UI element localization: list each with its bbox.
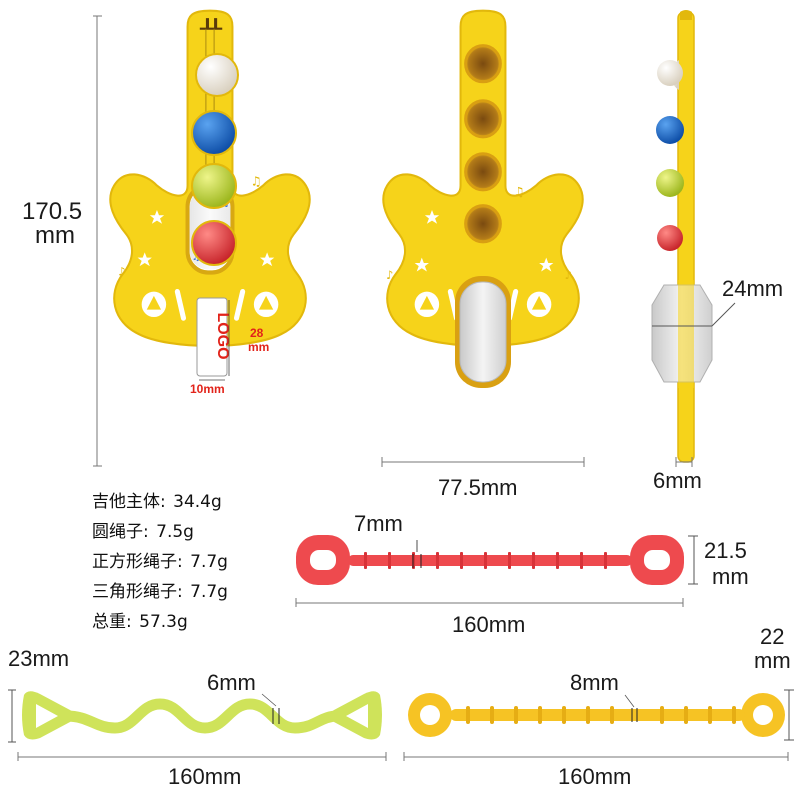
spec-label: 三角形绳子: [92, 582, 177, 602]
spec-row: 圆绳子: 7.5g: [92, 522, 194, 542]
strap-triangle-width-label: 6mm: [207, 670, 256, 695]
spec-value: 7.7g: [190, 552, 228, 572]
spec-row: 正方形绳子: 7.7g: [92, 552, 228, 572]
thickness-side-label: 6mm: [653, 468, 702, 493]
svg-text:♪: ♪: [565, 268, 572, 282]
strap-yellow: [403, 689, 794, 761]
logo-height-value: 28: [250, 326, 264, 340]
spec-label: 吉他主体: [92, 492, 160, 512]
spec-row: 三角形绳子: 7.7g: [92, 582, 228, 602]
svg-text:♪: ♪: [386, 268, 393, 282]
logo-width-label: 10mm: [190, 382, 225, 396]
strap-round-height-value: 21.5: [704, 538, 747, 563]
height-dimension-line: [93, 15, 102, 467]
height-value-label: 170.5: [22, 198, 83, 225]
logo-area: LOGO: [196, 297, 231, 381]
pop-buttons: [191, 53, 239, 266]
strap-ring-length-label: 160mm: [558, 764, 632, 789]
strap-green: [8, 689, 387, 761]
spec-label: 圆绳子: [92, 522, 143, 542]
spec-value: 34.4g: [173, 492, 222, 512]
svg-text:♪: ♪: [118, 264, 125, 278]
spec-value: 7.7g: [190, 582, 228, 602]
body-width-label: 77.5mm: [438, 475, 518, 500]
width-dimension-line: [381, 457, 585, 467]
strap-red: [295, 535, 698, 607]
spec-label: 正方形绳子: [92, 552, 177, 572]
guitar-side-view: [651, 10, 736, 467]
guitar-front-view: ♪ ♫ ♫ ♪: [93, 9, 311, 467]
thickness-front-label: 24mm: [722, 276, 784, 301]
guitar-back-body: ♫ ♪ ♪: [382, 9, 584, 347]
logo-text: LOGO: [214, 312, 231, 359]
spec-row: 吉他主体: 34.4g: [92, 492, 222, 512]
strap-triangle-height-label: 23mm: [8, 646, 70, 671]
clear-window: [459, 281, 507, 383]
strap-ring-width-label: 8mm: [570, 670, 619, 695]
spec-value: 57.3g: [139, 612, 188, 632]
svg-text:♫: ♫: [251, 173, 262, 188]
spec-value: 7.5g: [156, 522, 194, 542]
logo-height-unit: mm: [248, 340, 270, 354]
spec-label: 总重: [92, 612, 126, 632]
spec-row: 总重: 57.3g: [92, 612, 188, 632]
strap-ring-height-unit: mm: [754, 648, 791, 673]
svg-text:♫: ♫: [514, 184, 525, 199]
strap-ring-height-value: 22: [760, 624, 785, 649]
height-unit-label: mm: [35, 222, 75, 249]
strap-round-length-label: 160mm: [452, 612, 526, 637]
side-dimension-line: [675, 457, 693, 467]
guitar-back-view: ♫ ♪ ♪: [381, 9, 585, 467]
strap-round-height-unit: mm: [712, 564, 749, 589]
weight-spec-list: 吉他主体: 34.4g 圆绳子: 7.5g 正方形绳子: 7.7g 三角形绳子:…: [92, 487, 228, 637]
strap-triangle-length-label: 160mm: [168, 764, 242, 789]
strap-round-width-label: 7mm: [354, 511, 403, 536]
